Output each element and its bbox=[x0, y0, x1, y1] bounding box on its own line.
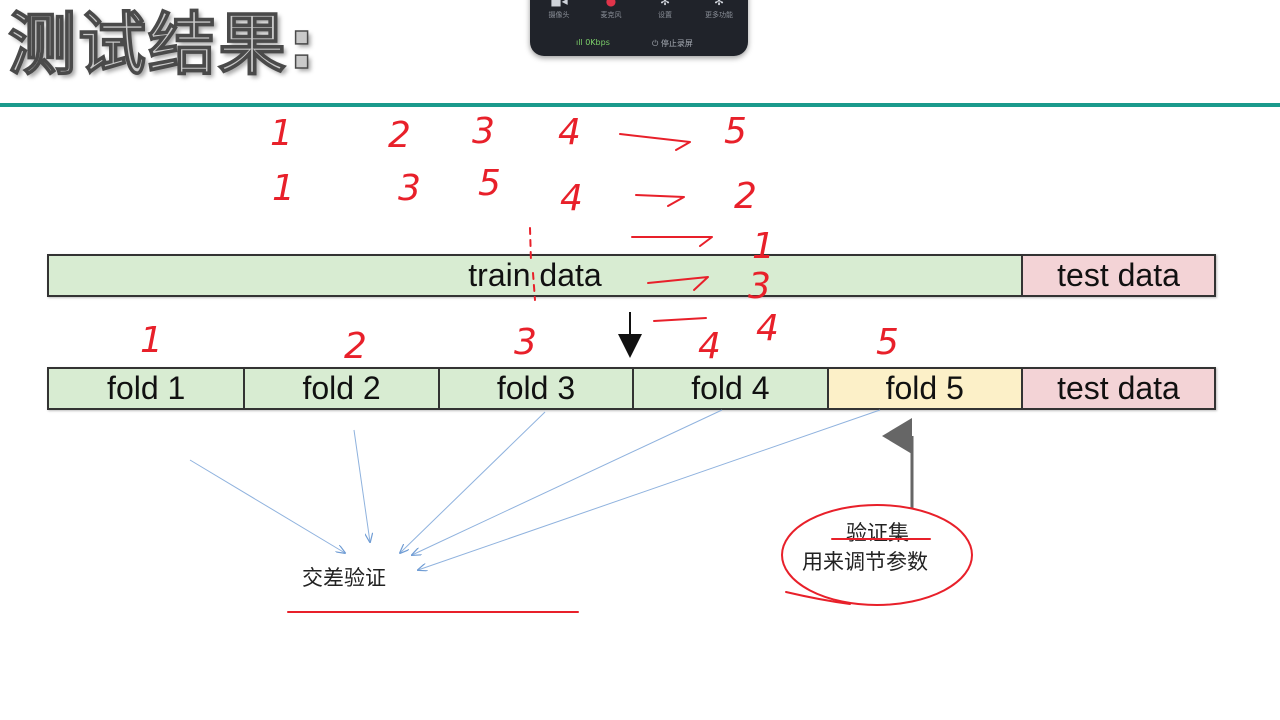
arrow-from-fold-1 bbox=[189, 459, 345, 553]
ink-number: 4 bbox=[756, 308, 779, 349]
stop-recording-button[interactable]: ⏻ 停止录屏 bbox=[652, 39, 693, 48]
order-column: 1 3 4 4 bbox=[698, 226, 779, 367]
signal-indicator: ıll 0Kbps bbox=[576, 38, 610, 47]
fold-segment-3: fold 3 bbox=[437, 369, 633, 408]
ink-number: 1 bbox=[272, 168, 295, 209]
order-row-2: 1 3 5 4 2 bbox=[272, 163, 757, 219]
arrow-from-fold-2 bbox=[353, 429, 370, 542]
camera-button[interactable]: ■◂ 摄像头 bbox=[534, 0, 584, 26]
validation-tail bbox=[785, 591, 851, 605]
ink-arrow-col-1 bbox=[631, 236, 713, 247]
microphone-button[interactable]: ● 麦克风 bbox=[586, 0, 636, 26]
title-divider bbox=[0, 103, 1280, 107]
ink-arrow-col-2 bbox=[647, 276, 709, 291]
folds-bar: fold 1 fold 2 fold 3 fold 4 fold 5 test … bbox=[47, 367, 1216, 410]
ink-number: 5 bbox=[478, 163, 501, 204]
ink-number: 2 bbox=[388, 115, 411, 156]
screen-recorder-toolbar: ■◂ 摄像头 ● 麦克风 ✻ 设置 ✻ 更多功能 ıll 0Kbps ⏻ 停止录… bbox=[530, 0, 748, 56]
gear-icon: ✻ bbox=[713, 0, 725, 8]
validation-circle bbox=[781, 504, 973, 606]
ink-number: 3 bbox=[748, 266, 771, 307]
arrow-from-fold-5 bbox=[418, 409, 881, 570]
test-data-segment: test data bbox=[1021, 256, 1214, 295]
cross-validation-label: 交差验证 bbox=[302, 566, 386, 590]
fold-test-data-segment: test data bbox=[1020, 369, 1214, 408]
ink-arrow-row-2 bbox=[635, 194, 685, 207]
order-row-1: 1 2 3 4 5 bbox=[270, 111, 747, 156]
ink-number: 4 bbox=[560, 178, 583, 219]
gear-icon: ✻ bbox=[659, 0, 671, 8]
mic-icon: ● bbox=[605, 0, 617, 8]
ink-number: 1 bbox=[140, 320, 163, 361]
ink-number: 2 bbox=[344, 326, 367, 367]
ink-number: 5 bbox=[724, 111, 747, 152]
ink-number: 3 bbox=[398, 168, 421, 209]
fold-segment-2: fold 2 bbox=[243, 369, 438, 408]
arrow-from-fold-4 bbox=[412, 409, 723, 555]
ink-arrow-col-3 bbox=[653, 317, 707, 322]
ink-arrow-row-1 bbox=[619, 133, 691, 151]
fold-segment-5-validation: fold 5 bbox=[826, 369, 1021, 408]
validation-set-label: 验证集 bbox=[846, 521, 909, 545]
ink-number: 1 bbox=[752, 226, 775, 267]
slide-title: 测试结果: bbox=[7, 5, 318, 86]
fold-number-annotations: 1 2 3 5 bbox=[140, 320, 899, 367]
ink-divider-mark bbox=[529, 227, 536, 301]
ink-number: 1 bbox=[270, 113, 293, 154]
ink-number: 2 bbox=[734, 176, 757, 217]
ink-number: 3 bbox=[514, 322, 537, 363]
ink-number: 4 bbox=[698, 326, 721, 367]
ink-number: 3 bbox=[472, 111, 495, 152]
fold-segment-1: fold 1 bbox=[49, 369, 244, 408]
camera-icon: ■◂ bbox=[550, 0, 568, 8]
cross-validation-arrows bbox=[189, 409, 881, 570]
arrow-from-fold-3 bbox=[400, 411, 546, 553]
more-button[interactable]: ✻ 更多功能 bbox=[694, 0, 744, 26]
ink-number: 4 bbox=[558, 112, 581, 153]
tune-parameters-label: 用来调节参数 bbox=[802, 550, 928, 574]
fold-segment-4: fold 4 bbox=[632, 369, 827, 408]
settings-button[interactable]: ✻ 设置 bbox=[640, 0, 690, 26]
ink-number: 5 bbox=[876, 322, 899, 363]
